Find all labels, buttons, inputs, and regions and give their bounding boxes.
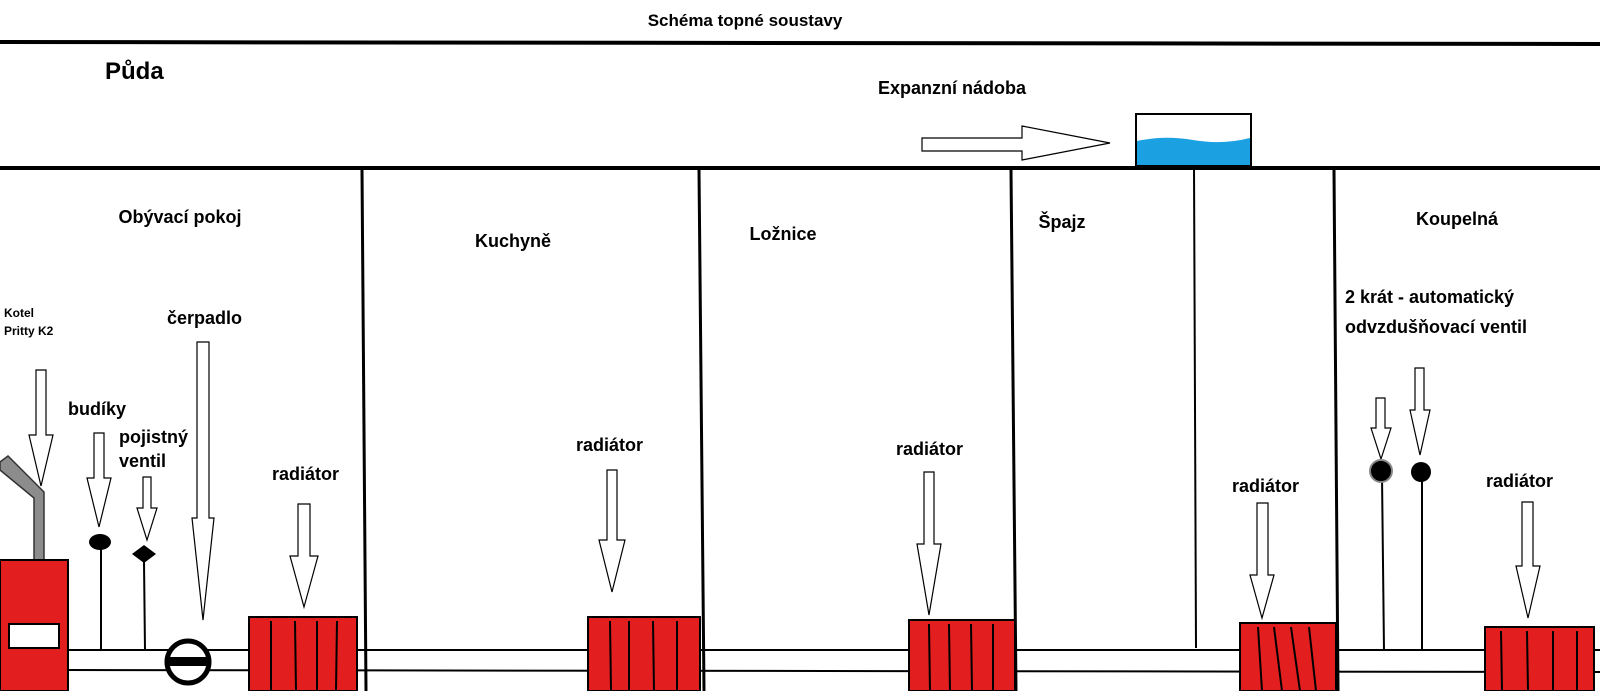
safety-valve-stem	[143, 561, 146, 651]
wall-1	[360, 169, 368, 692]
pump-symbol	[164, 638, 212, 686]
radiator-label-bathroom: radiátor	[1486, 471, 1553, 491]
radiator-bathroom	[1484, 626, 1595, 692]
wall-3	[1009, 169, 1018, 692]
room-label-bedroom: Ložnice	[749, 224, 816, 244]
wall-2	[697, 169, 706, 692]
boiler-arrow	[28, 369, 54, 487]
air-vent-stem-1	[1381, 475, 1385, 652]
pump-label: čerpadlo	[167, 308, 242, 328]
air-vent-arrow-1	[1370, 397, 1392, 461]
radiator-arrow-bathroom	[1515, 501, 1541, 619]
radiator-pantry	[1239, 622, 1337, 692]
radiator-label-bedroom: radiátor	[896, 439, 963, 459]
air-vent-arrow-2	[1409, 367, 1431, 456]
expansion-tank-arrow	[921, 125, 1111, 161]
air-vent-label-line1: 2 krát - automatický	[1345, 287, 1514, 307]
attic-label: Půda	[105, 58, 164, 85]
gauges-arrow	[86, 432, 112, 528]
safety-valve-arrow	[136, 476, 158, 543]
safety-valve-label-line1: pojistný	[119, 427, 188, 447]
diagram-title: Schéma topné soustavy	[648, 11, 843, 30]
expansion-tank-water	[1137, 137, 1250, 165]
radiator-bedroom	[908, 619, 1016, 692]
room-label-living: Obývací pokoj	[118, 207, 241, 227]
air-vent-label-line2: odvzdušňovací ventil	[1345, 317, 1527, 337]
boiler-label-line2: Pritty K2	[4, 324, 54, 338]
wall-4	[1332, 169, 1340, 692]
radiator-living	[248, 616, 358, 692]
radiator-arrow-pantry	[1249, 502, 1275, 621]
room-label-kitchen: Kuchyně	[475, 231, 551, 251]
air-vent-symbol-1	[1369, 459, 1393, 483]
air-vent-symbol-2	[1411, 462, 1431, 482]
boiler-label-line1: Kotel	[4, 306, 34, 320]
radiator-label-pantry: radiátor	[1232, 476, 1299, 496]
expansion-pipe	[1193, 165, 1197, 649]
gauge-symbol	[89, 534, 111, 550]
expansion-tank	[1135, 113, 1252, 167]
gauges-label: budíky	[68, 399, 126, 419]
radiator-label-kitchen: radiátor	[576, 435, 643, 455]
radiator-label-living: radiátor	[272, 464, 339, 484]
radiator-kitchen	[587, 616, 701, 692]
room-label-pantry: Špajz	[1038, 211, 1085, 232]
radiator-arrow-bedroom	[916, 471, 942, 616]
roof-line	[0, 40, 1600, 46]
safety-valve-label-line2: ventil	[119, 451, 166, 471]
room-label-bathroom: Koupelná	[1416, 209, 1499, 229]
pump-arrow	[191, 341, 215, 621]
radiator-arrow-kitchen	[598, 469, 626, 593]
boiler-panel	[8, 623, 60, 649]
safety-valve-symbol	[132, 545, 156, 563]
radiator-arrow-living	[289, 503, 319, 610]
expansion-tank-label: Expanzní nádoba	[878, 78, 1027, 98]
boiler	[0, 559, 69, 692]
